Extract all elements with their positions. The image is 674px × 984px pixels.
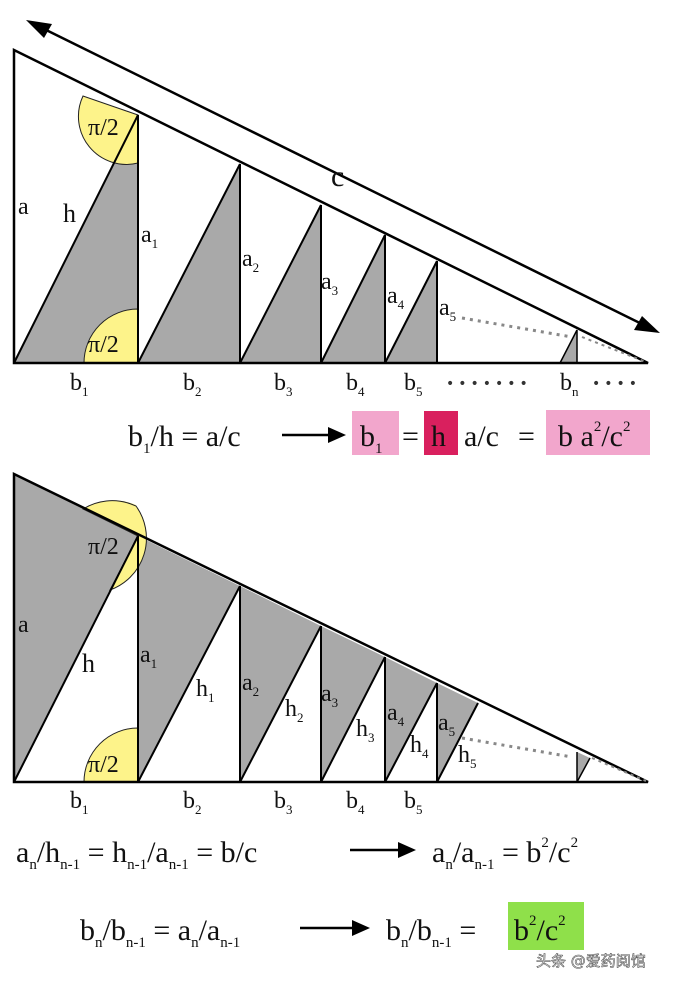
eq1-mid: a/c bbox=[464, 420, 499, 453]
top-diagonal-2 bbox=[137, 163, 241, 364]
bottom-diagonal-h3 bbox=[320, 656, 386, 783]
bottom-label-h5: h5 bbox=[458, 742, 477, 771]
top-diagonal-n bbox=[559, 329, 578, 364]
bottom-label-h2: h2 bbox=[285, 696, 304, 725]
bottom-label-h4: h4 bbox=[410, 732, 429, 761]
bottom-gray-triangle-2 bbox=[240, 586, 321, 782]
bottom-label-a2: a2 bbox=[242, 670, 259, 699]
top-diagonal-4 bbox=[320, 234, 386, 364]
eq2-arrow-head bbox=[398, 842, 416, 858]
top-angle-label-lower: π/2 bbox=[88, 332, 119, 358]
equation-3: bn/bn-1 = an/an-1 bn/bn-1 = b2/c2 bbox=[80, 902, 584, 951]
bottom-gray-triangle-4 bbox=[385, 657, 437, 782]
bottom-label-b4: b4 bbox=[346, 788, 365, 817]
bottom-dotted-tail bbox=[591, 757, 647, 782]
bottom-label-h3: h3 bbox=[356, 716, 375, 745]
bottom-diagram: a h π/2 π/2 a1 a2 a3 a4 a5 h1 h2 h3 h4 h… bbox=[12, 472, 649, 817]
top-right-angle-marker-upper bbox=[77, 95, 139, 165]
top-base-dots-right: •••• bbox=[592, 376, 641, 392]
eq3-result-box-text: b2/c2 bbox=[514, 913, 566, 947]
eq1-box-h bbox=[424, 411, 458, 455]
bottom-outer-triangle bbox=[12, 472, 649, 784]
top-label-a5: a5 bbox=[439, 295, 456, 324]
watermark-text: 头条 @爱药阅馆 bbox=[536, 952, 646, 970]
bottom-angle-label-lower: π/2 bbox=[88, 752, 119, 778]
top-a-label: a bbox=[18, 194, 29, 220]
eq3-lhs: bn/bn-1 = an/an-1 bbox=[80, 914, 240, 951]
eq1-box-b1 bbox=[352, 411, 399, 455]
top-dotted-continuation bbox=[461, 316, 573, 339]
bottom-gray-triangle-5 bbox=[437, 683, 478, 782]
bottom-right-angle-marker-lower bbox=[83, 727, 139, 783]
top-label-bn: bn bbox=[560, 370, 579, 399]
top-dotted-tail bbox=[581, 336, 647, 363]
eq1-box-result-text: b a2/c2 bbox=[558, 419, 630, 453]
bottom-right-angle-marker-upper-arc bbox=[81, 500, 147, 591]
top-label-a4: a4 bbox=[387, 283, 405, 312]
bottom-label-a1: a1 bbox=[140, 642, 157, 671]
top-angle-label-upper: π/2 bbox=[88, 115, 119, 141]
bottom-label-b1: b1 bbox=[70, 788, 89, 817]
top-altitude-h-line bbox=[13, 114, 139, 364]
top-label-b2: b2 bbox=[183, 370, 202, 399]
top-label-a2: a2 bbox=[242, 246, 259, 275]
bottom-a-label: a bbox=[18, 612, 29, 638]
eq1-box-result bbox=[546, 410, 650, 455]
eq1-arrow-head bbox=[328, 427, 346, 443]
top-base-dots: ••••••• bbox=[446, 376, 532, 392]
bottom-gray-triangle-1 bbox=[138, 536, 240, 782]
bottom-dotted-continuation bbox=[461, 736, 573, 759]
bottom-label-b5: b5 bbox=[404, 788, 423, 817]
eq2-lhs: an/hn-1 = hn-1/an-1 = b/c bbox=[16, 836, 257, 873]
equation-2: an/hn-1 = hn-1/an-1 = b/c an/an-1 = b2/c… bbox=[16, 835, 578, 873]
eq3-arrow-head bbox=[352, 920, 370, 936]
bottom-diagonal-h2 bbox=[239, 625, 322, 783]
top-label-b3: b3 bbox=[274, 370, 293, 399]
bottom-label-b2: b2 bbox=[183, 788, 202, 817]
eq2-rhs: an/an-1 = b2/c2 bbox=[432, 835, 578, 873]
eq1-equals-2: = bbox=[518, 420, 535, 453]
bottom-label-h1: h1 bbox=[196, 676, 215, 705]
bottom-angle-label-upper: π/2 bbox=[88, 534, 119, 560]
bottom-gray-triangle-0 bbox=[14, 474, 138, 782]
c-arrow-head-left bbox=[26, 20, 52, 38]
top-label-b1: b1 bbox=[70, 370, 89, 399]
top-label-a1: a1 bbox=[141, 222, 158, 251]
eq3-rhs: bn/bn-1 = bbox=[386, 914, 476, 951]
top-outer-triangle bbox=[12, 47, 649, 365]
top-diagonal-3 bbox=[239, 204, 322, 364]
top-label-b5: b5 bbox=[404, 370, 423, 399]
top-diagram: c a h π/2 π/2 a1 a2 a3 a4 a5 b1 b2 b3 b4… bbox=[12, 20, 660, 399]
c-arrow-line bbox=[33, 22, 651, 330]
eq1-lhs: b1/h = a/c bbox=[128, 420, 241, 457]
bottom-label-a4: a4 bbox=[387, 700, 405, 729]
eq1-box-h-text: h bbox=[431, 420, 446, 453]
eq1-box-b1-text: b1 bbox=[360, 420, 383, 457]
bottom-diagonal-h4 bbox=[384, 682, 438, 783]
bottom-label-b3: b3 bbox=[274, 788, 293, 817]
top-h-label: h bbox=[63, 199, 76, 228]
c-arrow-head-right bbox=[634, 316, 660, 333]
bottom-label-a5: a5 bbox=[438, 710, 455, 739]
bottom-diagonal-h1 bbox=[137, 585, 241, 783]
bottom-gray-triangle-3 bbox=[321, 626, 385, 782]
watermark: 头条 @爱药阅馆 bbox=[536, 952, 646, 971]
equation-1: b1/h = a/c b1 = h a/c = b a2/c2 bbox=[128, 410, 650, 457]
eq3-result-box bbox=[508, 902, 584, 950]
top-label-b4: b4 bbox=[346, 370, 365, 399]
top-right-angle-marker-lower bbox=[83, 308, 139, 364]
bottom-altitude-h-line bbox=[13, 535, 139, 783]
bottom-diagonal-h5 bbox=[436, 702, 479, 783]
bottom-h-label: h bbox=[82, 649, 95, 678]
top-diagonal-5 bbox=[384, 260, 438, 364]
top-label-a3: a3 bbox=[321, 269, 338, 298]
bottom-label-a3: a3 bbox=[321, 681, 338, 710]
bottom-diagonal-hn bbox=[576, 757, 591, 783]
eq1-equals-1: = bbox=[402, 420, 419, 453]
c-label: c bbox=[331, 160, 344, 193]
